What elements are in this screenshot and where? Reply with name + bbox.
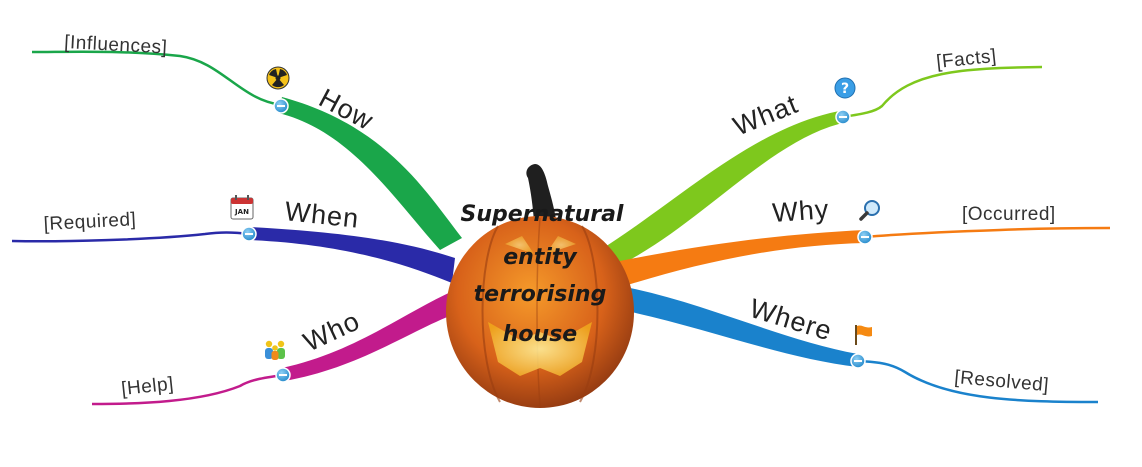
central-topic-line-3: terrorising	[474, 282, 607, 307]
radiation-icon	[266, 66, 290, 90]
branch-how-child[interactable]: [Influences]	[64, 32, 168, 58]
branch-where-collapse-button[interactable]	[850, 353, 866, 369]
calendar-icon: JAN	[230, 195, 254, 220]
magnifier-icon	[859, 200, 880, 221]
branch-where-child[interactable]: [Resolved]	[954, 367, 1050, 396]
branch-what-line	[842, 65, 1043, 119]
calendar-icon-text: JAN	[234, 208, 249, 216]
central-topic-line-2: entity	[503, 245, 578, 270]
branch-why-line	[864, 226, 1111, 239]
branch-why-collapse-button[interactable]	[857, 229, 873, 245]
question-icon: ?	[834, 77, 856, 99]
branch-when-connector	[250, 227, 455, 283]
pumpkin-stem	[526, 164, 556, 222]
branch-where-line	[857, 359, 1099, 404]
branch-what-connector	[600, 110, 845, 265]
branch-when-collapse-button[interactable]	[241, 226, 257, 242]
branch-why-child[interactable]: [Occurred]	[962, 204, 1056, 225]
branch-who-collapse-button[interactable]	[275, 367, 291, 383]
branch-how-collapse-button[interactable]	[273, 98, 289, 114]
branch-why-connector	[615, 230, 865, 288]
branch-what-collapse-button[interactable]	[835, 109, 851, 125]
branch-what: [Facts] What ?	[600, 46, 1043, 265]
branch-why-label[interactable]: Why	[771, 194, 830, 228]
branch-why: [Occurred] Why	[615, 194, 1111, 288]
branch-who: [Help] Who	[91, 290, 460, 406]
branch-when-child[interactable]: [Required]	[43, 209, 137, 235]
question-icon-text: ?	[841, 81, 849, 97]
people-icon	[265, 340, 285, 360]
pumpkin-image	[446, 164, 634, 408]
branch-where: [Resolved] Where	[612, 285, 1099, 404]
branch-how-line	[31, 50, 283, 107]
central-topic[interactable]: Supernatural entity terrorising house	[446, 164, 634, 408]
branch-when-line	[11, 231, 251, 243]
branch-who-child[interactable]: [Help]	[120, 374, 175, 400]
central-topic-line-4: house	[503, 322, 578, 347]
central-topic-line-1: Supernatural	[461, 202, 624, 227]
branch-where-connector	[612, 285, 858, 367]
flag-icon	[855, 325, 872, 345]
branch-who-line	[91, 373, 284, 406]
branch-when-label[interactable]: When	[283, 196, 360, 234]
branch-who-connector	[282, 290, 460, 381]
branch-when: [Required] When JAN	[11, 195, 455, 283]
branch-how-connector	[278, 97, 462, 250]
